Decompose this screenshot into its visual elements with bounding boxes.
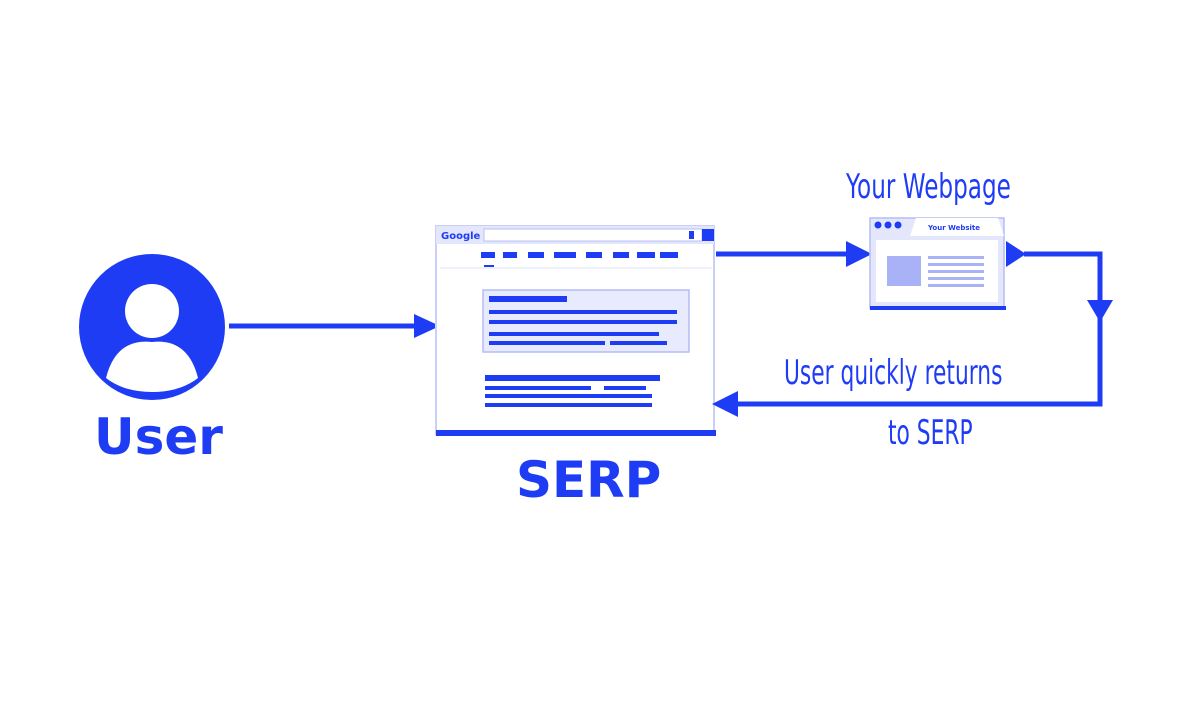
return-label-line2: to SERP xyxy=(888,413,973,453)
return-label-line1: User quickly returns xyxy=(784,353,1003,393)
arrow-webpage-to-serp xyxy=(712,241,1113,417)
website-title-text: Your Website xyxy=(927,224,980,232)
user-label: User xyxy=(94,408,223,466)
webpage-label: Your Webpage xyxy=(846,167,1011,207)
arrow-user-to-serp xyxy=(229,314,440,338)
search-icon xyxy=(702,229,714,241)
user-avatar-icon xyxy=(79,254,225,400)
arrow-serp-to-webpage xyxy=(716,241,872,267)
serp-label: SERP xyxy=(516,451,662,509)
website-mockup: Your Website xyxy=(869,217,1006,310)
google-logo-text: Google xyxy=(441,231,481,242)
serp-mockup: Google xyxy=(435,225,716,436)
mic-icon xyxy=(689,231,694,239)
